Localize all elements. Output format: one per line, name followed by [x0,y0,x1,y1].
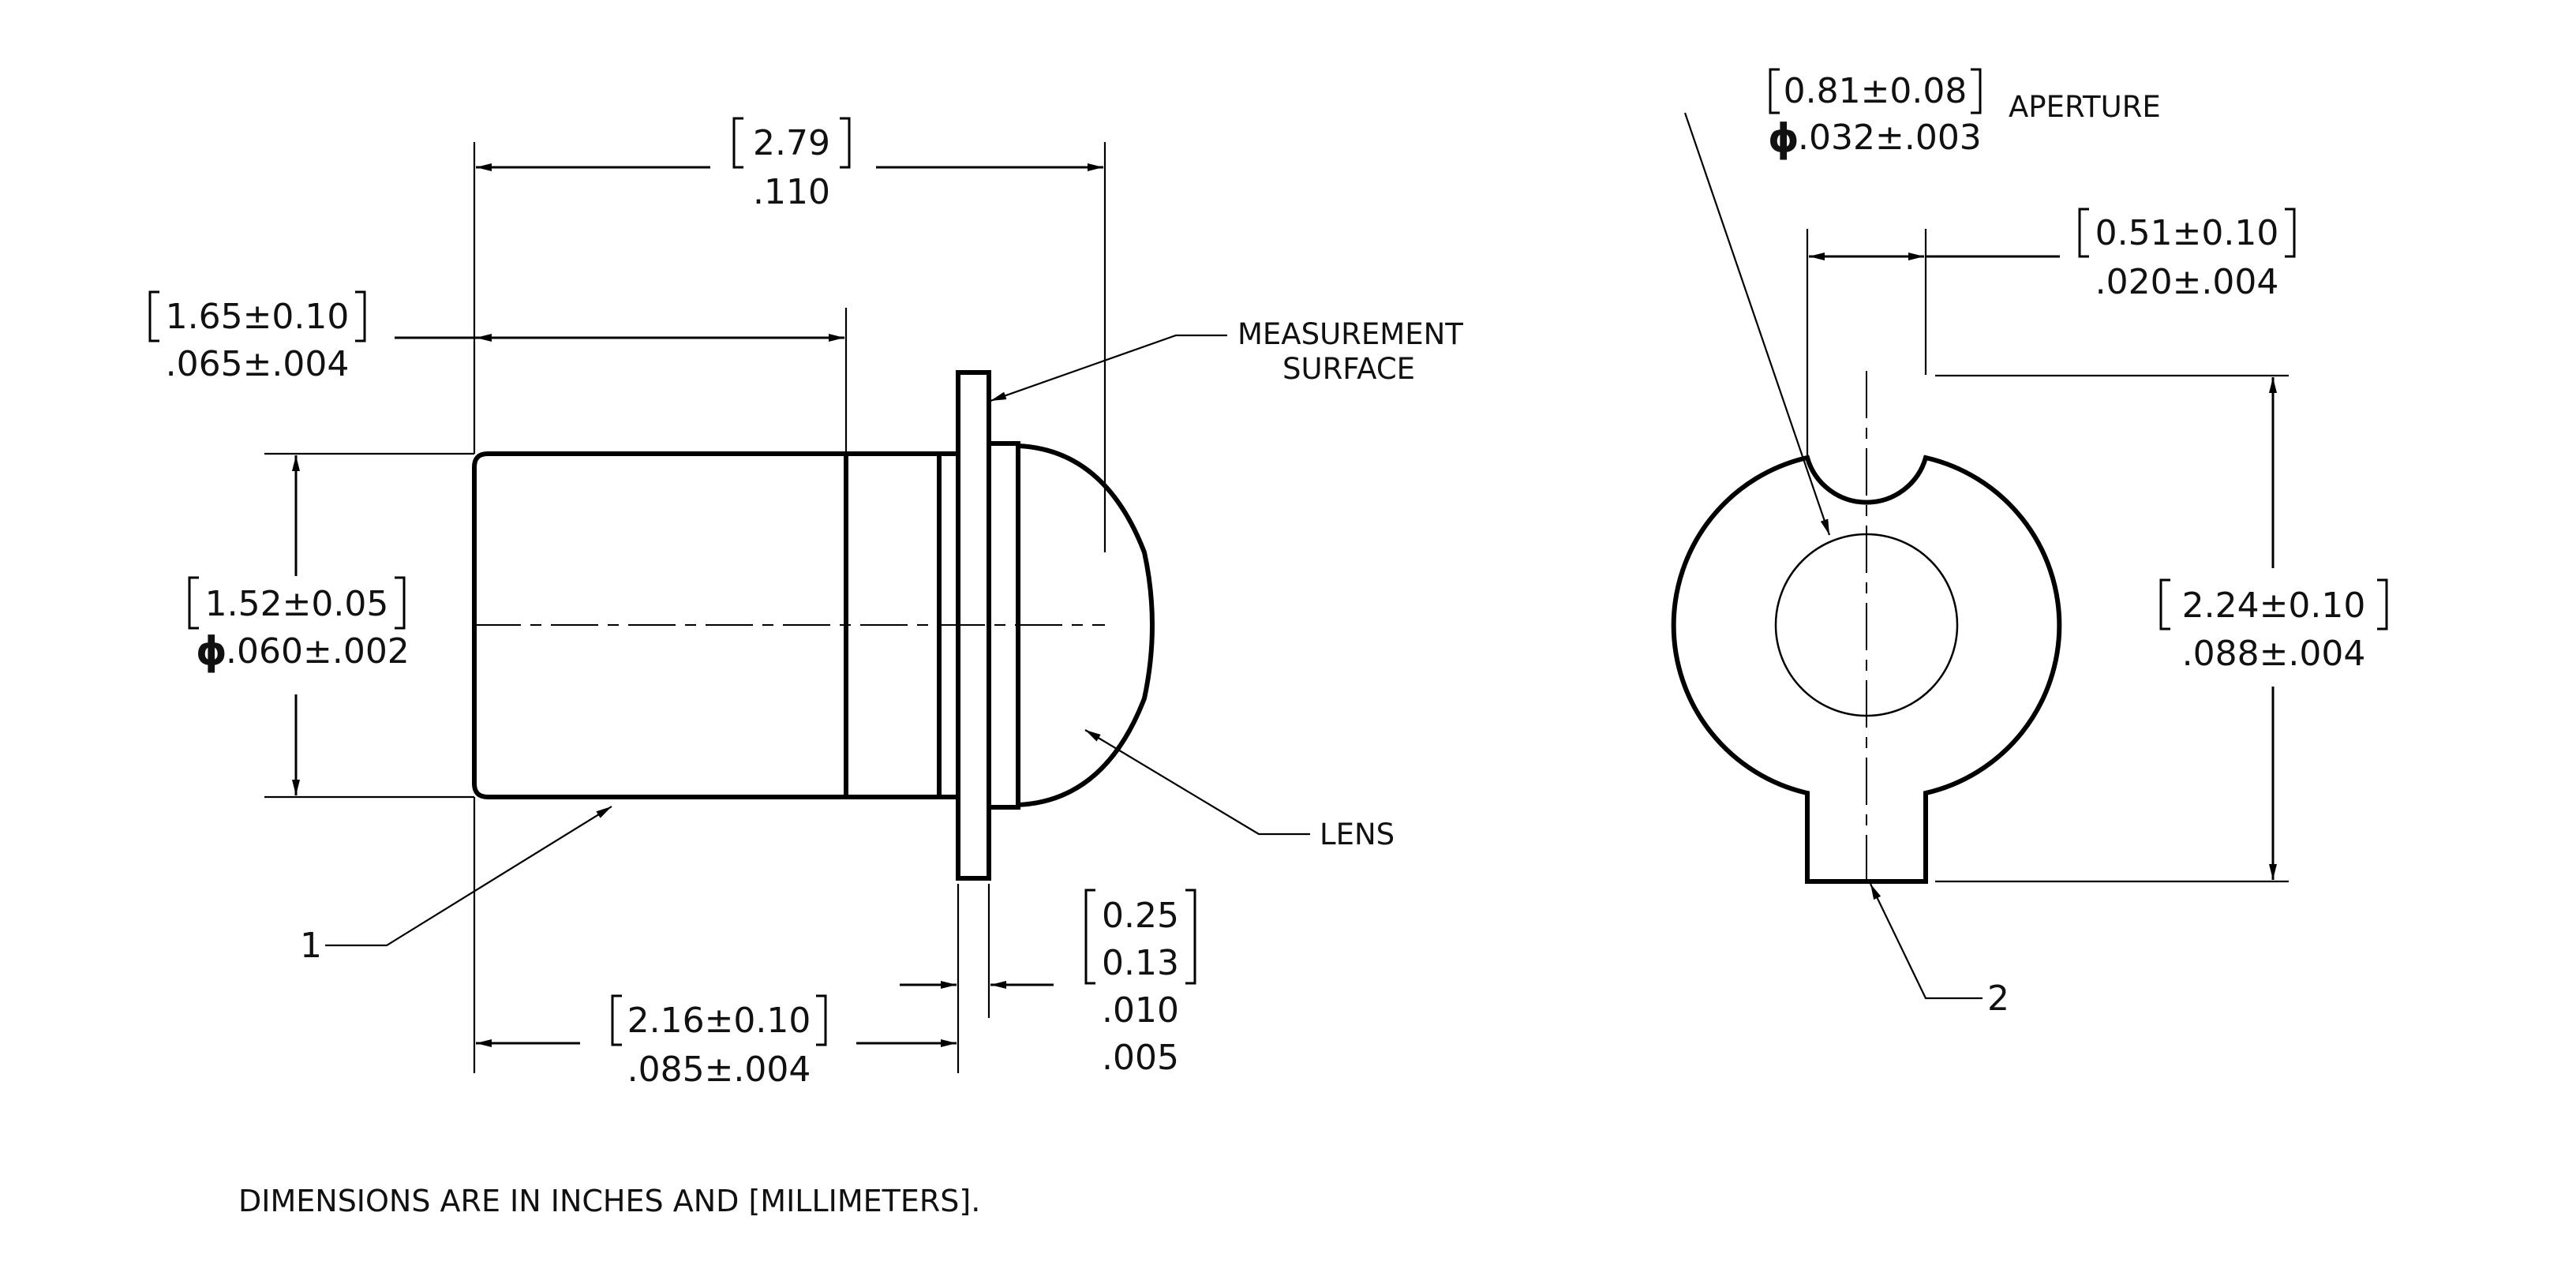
measurement-surface-label-1: MEASUREMENT [1237,317,1463,351]
overall-length-in: .110 [753,172,830,212]
flange-thickness-in-max: .010 [1102,990,1179,1031]
aperture-label: APERTURE [2009,90,2161,124]
item-2-label: 2 [1987,979,2009,1019]
aperture-mm: 0.81±0.08 [1784,71,1968,111]
tab-width-in: .020±.004 [2095,262,2279,302]
side-view: 2.79 .110 1.65±0.10 .065±.004 1.52±0.05 … [148,117,1463,1090]
diameter-symbol: ϕ [196,628,227,674]
flange-thickness-in-min: .005 [1102,1038,1179,1078]
base-length-in: .085±.004 [627,1050,811,1090]
units-footnote: DIMENSIONS ARE IN INCHES AND [MILLIMETER… [238,1184,980,1218]
dim-body-length: 1.65±0.10 .065±.004 [148,290,844,384]
end-view: 0.81±0.08 ϕ .032±.003 APERTURE 0.51±0.10… [1671,68,2388,1019]
dim-base-length: 2.16±0.10 .085±.004 [476,994,957,1090]
end-view-outline [1671,455,2062,884]
flange-thickness-mm-min: 0.13 [1102,943,1179,983]
callout-lens: LENS [1084,729,1395,851]
callout-item-1: 1 [300,806,612,966]
dim-diameter: 1.52±0.05 ϕ .060±.002 [188,455,410,795]
diameter-in: .060±.002 [226,631,410,672]
aperture-in: .032±.003 [1798,118,1982,158]
overall-height-mm: 2.24±0.10 [2182,586,2366,626]
overall-length-mm: 2.79 [753,123,830,163]
dim-tab-width: 0.51±0.10 .020±.004 [1809,208,2296,302]
dim-aperture: 0.81±0.08 ϕ .032±.003 APERTURE [1683,68,2161,536]
flange-thickness-mm-max: 0.25 [1102,896,1179,936]
diameter-mm: 1.52±0.05 [205,584,389,624]
dim-overall-height: 2.24±0.10 .088±.004 [2159,377,2388,880]
dim-overall-length: 2.79 .110 [476,117,1103,212]
body-length-in: .065±.004 [166,344,350,384]
base-length-mm: 2.16±0.10 [627,1001,811,1041]
body-length-mm: 1.65±0.10 [166,297,350,337]
lens-dome [1017,443,1155,807]
overall-height-in: .088±.004 [2182,634,2366,674]
callout-item-2: 2 [1870,883,2009,1019]
aperture-symbol: ϕ [1768,115,1799,161]
lens-label: LENS [1320,818,1395,851]
measurement-surface-label-2: SURFACE [1282,352,1415,386]
callout-measurement-surface: MEASUREMENT SURFACE [990,317,1463,402]
dim-flange-thickness: 0.25 0.13 .010 .005 [900,889,1196,1078]
tab-width-mm: 0.51±0.10 [2095,213,2279,253]
item-1-label: 1 [300,926,322,966]
